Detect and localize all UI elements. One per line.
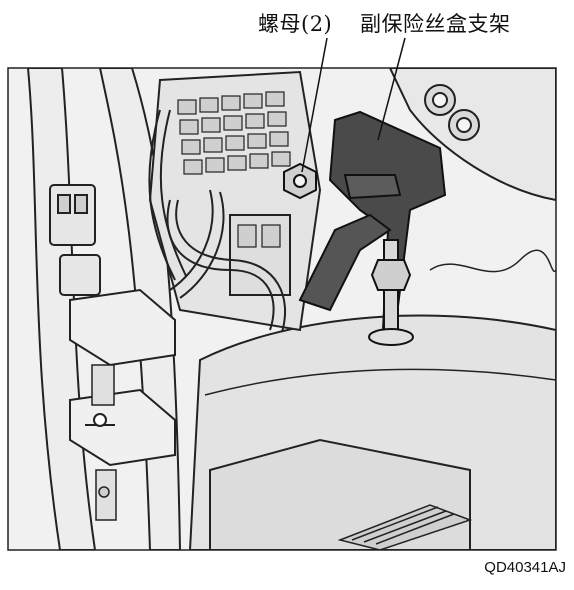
panel-seam	[429, 249, 556, 273]
fuse-grid	[177, 91, 291, 175]
nut-leader-line	[301, 37, 328, 173]
harness-cables	[148, 109, 287, 333]
body-ridge	[204, 368, 556, 396]
strut-bolts	[424, 84, 480, 141]
sub-fuse-box	[148, 70, 322, 332]
bracket-bolt	[368, 239, 414, 346]
lower-grille	[337, 504, 473, 550]
nut-callout-label: 螺母(2)	[258, 12, 333, 36]
bracket-leader-line	[377, 37, 406, 141]
nut	[283, 162, 317, 200]
left-connectors	[49, 184, 101, 296]
bracket-callout-label: 副保险丝盒支架	[360, 12, 511, 36]
small-bracket	[91, 364, 117, 521]
figure-code: QD40341AJ	[484, 559, 566, 576]
harness-clamps	[69, 288, 176, 467]
illustration-frame	[7, 67, 557, 551]
illustration-body	[8, 68, 556, 550]
